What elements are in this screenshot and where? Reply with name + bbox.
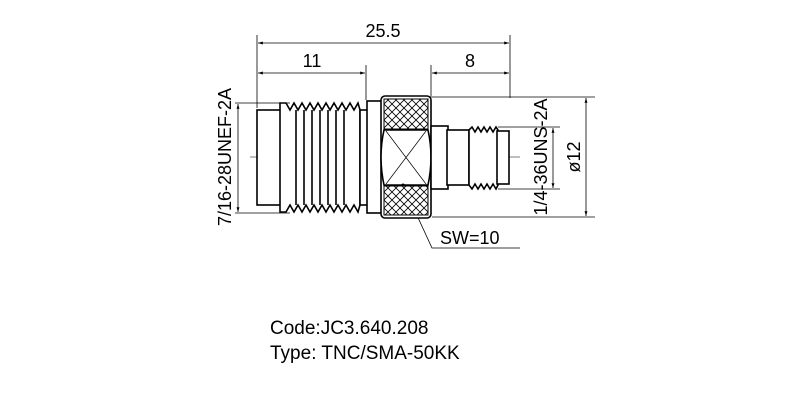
right-thread-label: 1/4-36UNS-2A: [531, 98, 551, 215]
right-length-label: 8: [465, 51, 475, 71]
wrench-size-label: SW=10: [440, 228, 500, 248]
product-type: Type: TNC/SMA-50KK: [270, 343, 460, 364]
overall-length-label: 25.5: [365, 21, 400, 41]
connector-body: [256, 95, 510, 219]
left-thread-label: 7/16-28UNEF-2A: [215, 88, 235, 226]
left-length-label: 11: [303, 51, 322, 71]
product-code: Code:JC3.640.208: [270, 318, 429, 339]
diameter-label: ø12: [564, 141, 584, 172]
